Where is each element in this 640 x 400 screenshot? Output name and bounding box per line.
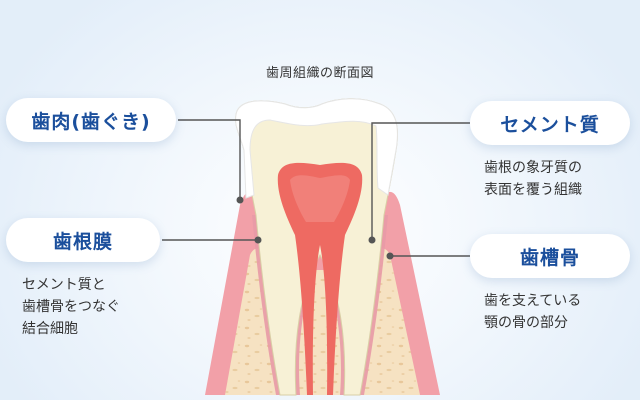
dot-gum — [236, 196, 244, 204]
desc-ligament: セメント質と 歯槽骨をつなぐ 結合細胞 — [22, 277, 120, 337]
tooth-enamel — [235, 98, 398, 199]
desc-cementum: 歯根の象牙質の 表面を覆う組織 — [484, 160, 582, 198]
label-gum: 歯肉(歯ぐき) — [6, 98, 176, 142]
desc-bone: 歯を支えている 顎の骨の部分 — [484, 293, 582, 331]
diagram-title: 歯周組織の断面図 — [265, 66, 374, 81]
label-bone-text: 歯槽骨 — [519, 246, 580, 269]
label-gum-text: 歯肉(歯ぐき) — [31, 110, 151, 133]
dot-cementum — [368, 236, 376, 244]
leader-gum — [178, 119, 241, 198]
alveolar-bone — [225, 248, 420, 395]
label-cementum: セメント質 — [470, 101, 630, 145]
dot-bone — [386, 252, 394, 260]
pulp — [277, 162, 363, 395]
label-ligament-text: 歯根膜 — [52, 230, 113, 253]
leader-cementum — [371, 122, 470, 238]
label-cementum-text: セメント質 — [500, 113, 600, 136]
dot-ligament — [254, 236, 262, 244]
label-ligament: 歯根膜 — [6, 218, 160, 262]
label-bone: 歯槽骨 — [470, 234, 630, 278]
